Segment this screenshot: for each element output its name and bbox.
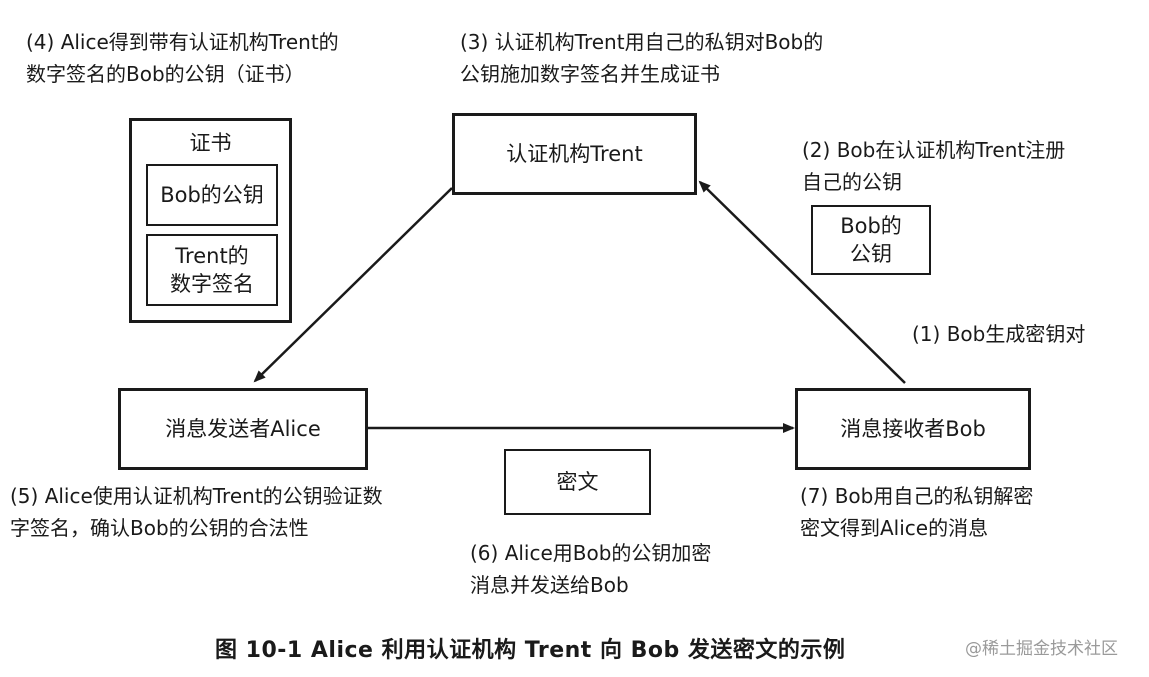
certificate-pubkey: Bob的公钥 [146, 164, 278, 226]
bob-pubkey-box: Bob的 公钥 [811, 205, 931, 275]
certificate-title: 证书 [189, 131, 232, 155]
step-3: (3) 认证机构Trent用自己的私钥对Bob的 公钥施加数字签名并生成证书 [460, 30, 824, 86]
bob-pubkey-label: Bob的 公钥 [840, 213, 902, 266]
ciphertext-label: 密文 [556, 469, 599, 494]
figure-caption: 图 10-1 Alice 利用认证机构 Trent 向 Bob 发送密文的示例 [215, 638, 846, 663]
trent-label: 认证机构Trent [506, 141, 643, 166]
arrow-bob-to-trent [698, 180, 906, 384]
step-5: (5) Alice使用认证机构Trent的公钥验证数 字签名，确认Bob的公钥的… [10, 484, 383, 540]
bob-node: 消息接收者Bob [795, 388, 1031, 470]
certificate-signature: Trent的 数字签名 [146, 234, 278, 306]
step-1: (1) Bob生成密钥对 [912, 322, 1086, 346]
step-4: (4) Alice得到带有认证机构Trent的 数字签名的Bob的公钥（证书） [26, 30, 339, 86]
certificate-signature-label: Trent的 数字签名 [170, 243, 254, 296]
step-2: (2) Bob在认证机构Trent注册 自己的公钥 [802, 138, 1066, 194]
certificate-pubkey-label: Bob的公钥 [160, 182, 264, 207]
step-7: (7) Bob用自己的私钥解密 密文得到Alice的消息 [800, 484, 1034, 540]
ciphertext-box: 密文 [504, 449, 651, 515]
step-6: (6) Alice用Bob的公钥加密 消息并发送给Bob [470, 541, 712, 597]
bob-label: 消息接收者Bob [840, 416, 986, 441]
trent-node: 认证机构Trent [452, 113, 697, 195]
watermark: @稀土掘金技术社区 [965, 639, 1118, 659]
alice-label: 消息发送者Alice [165, 416, 321, 441]
certificate-box: 证书 Bob的公钥 Trent的 数字签名 [129, 118, 292, 323]
alice-node: 消息发送者Alice [118, 388, 368, 470]
arrow-trent-to-alice [253, 187, 453, 383]
